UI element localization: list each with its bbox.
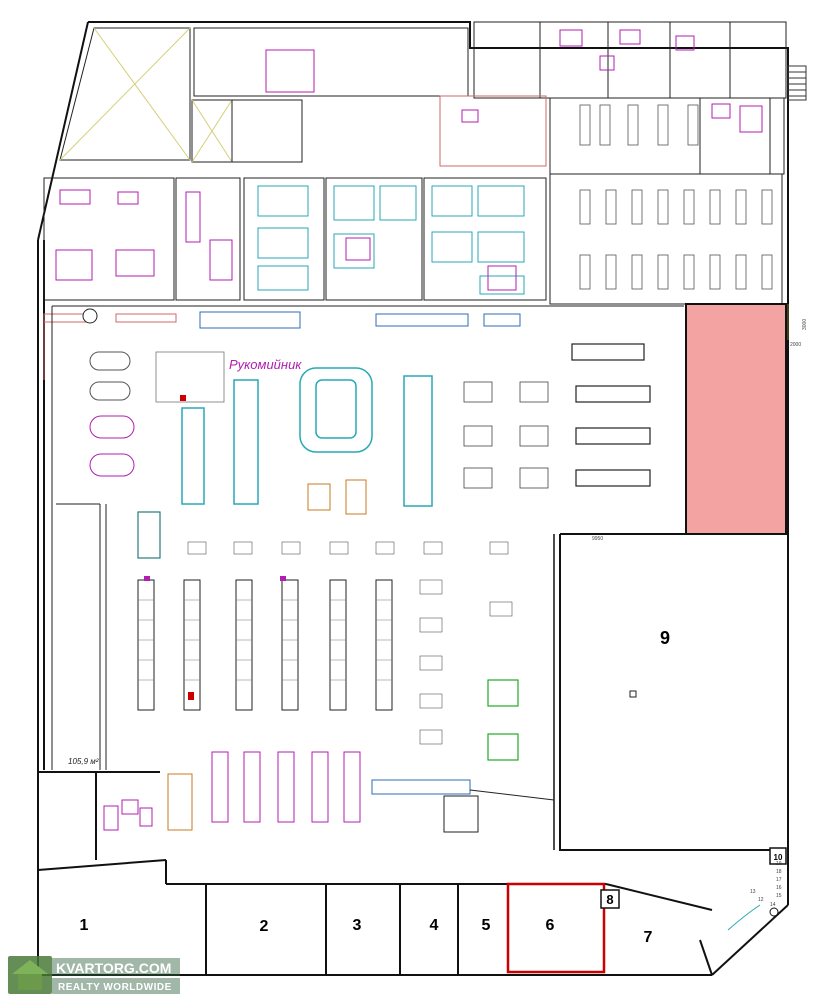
utility-fixtures [103, 799, 153, 831]
blue-counters [199, 311, 521, 329]
loading-zone [59, 27, 469, 163]
checkout-stands [211, 751, 361, 823]
office-fixtures [461, 29, 763, 133]
service-fixtures [55, 189, 517, 291]
watermark-tagline: REALTY WORLDWIDE [58, 982, 172, 993]
unit-13-label: 13 [750, 889, 756, 895]
watermark-brand: KVARTORG.COM [56, 960, 171, 976]
watermark: KVARTORG.COM REALTY WORLDWIDE [8, 956, 180, 994]
gray-displays [89, 351, 131, 401]
room-9 [559, 534, 786, 851]
unit-10-box [769, 847, 787, 865]
main-hall [51, 305, 684, 770]
shelf-end-caps-magenta [144, 576, 286, 581]
teal-cabinet [137, 511, 161, 559]
unit-4-label: 4 [430, 917, 439, 934]
lower-service [371, 779, 555, 833]
green-pallets [487, 679, 519, 761]
unit-2-label: 2 [260, 918, 269, 935]
unit-6-label: 6 [546, 917, 555, 934]
unit-3-label: 3 [353, 917, 362, 934]
highlight-room [685, 303, 787, 535]
office-block [439, 21, 787, 305]
unit-17-label: 17 [776, 877, 782, 883]
column-marker [82, 308, 98, 324]
utility-block [37, 771, 167, 871]
unit-8-box [600, 889, 620, 909]
freezer-units [571, 343, 651, 487]
unit-7-label: 7 [644, 929, 653, 946]
small-fixture-grid [187, 541, 513, 745]
shelf-dividers [138, 599, 392, 681]
cash-desk [167, 773, 193, 831]
room-9-column [629, 690, 637, 698]
dim-label-3000: 3000 [802, 319, 808, 330]
service-rooms [43, 177, 547, 301]
entrance-door [769, 907, 779, 917]
round-displays [89, 415, 135, 477]
unit-16-label: 16 [776, 885, 782, 891]
unit-1-label: 1 [80, 917, 89, 934]
unit-5-label: 5 [482, 917, 491, 934]
long-shelves [137, 579, 393, 711]
tall-shelves [181, 375, 433, 507]
unit-8-label: 8 [606, 892, 613, 907]
unit-18-label: 18 [776, 869, 782, 875]
door-swing [727, 904, 761, 931]
unit-19-label: 19 [776, 861, 782, 867]
unit-9-label: 9 [660, 628, 670, 648]
area-label: 105,9 м² [68, 757, 99, 766]
handwash-label: Рукомийник [229, 357, 302, 372]
stairs [787, 65, 807, 101]
unit-6-outline [506, 882, 606, 974]
wooden-pallets [307, 479, 367, 515]
dim-label-2000: 2000 [790, 342, 801, 348]
unit-14-label: 14 [770, 902, 776, 908]
dim-label-9950: 9950 [592, 536, 603, 542]
small-display-units [463, 381, 549, 489]
desk-grid [579, 104, 773, 290]
island-counter [299, 367, 373, 453]
handwash-room [155, 351, 225, 403]
unit-12-label: 12 [758, 897, 764, 903]
unit-10-label: 10 [774, 853, 783, 862]
shop-units-walls [165, 860, 713, 976]
unit-15-label: 15 [776, 893, 782, 899]
